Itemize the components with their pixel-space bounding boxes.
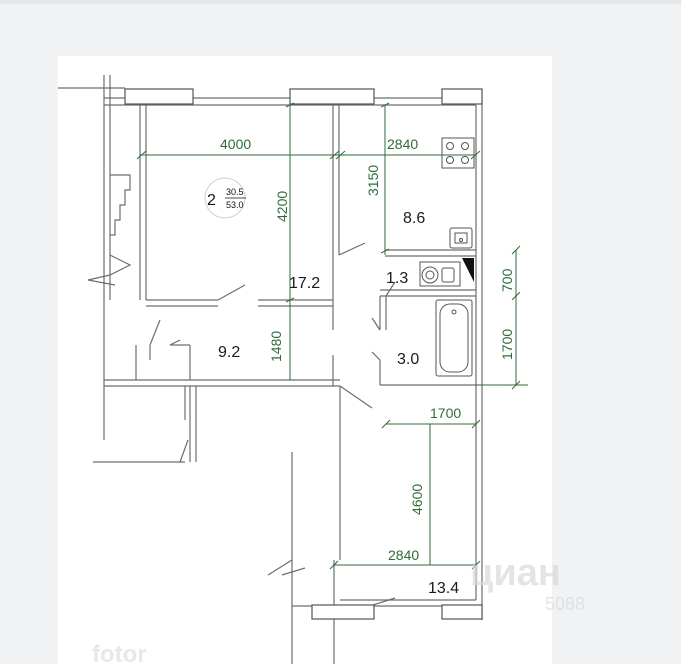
dimension-lines bbox=[136, 102, 528, 570]
area-living-room: 17.2 bbox=[289, 275, 320, 292]
dim-room-height: 4200 bbox=[274, 191, 290, 222]
window-bottom-left bbox=[311, 604, 375, 620]
watermark-cian: циан bbox=[470, 552, 561, 594]
dim-bath-width: 1700 bbox=[430, 405, 461, 421]
dim-top-right-width: 2840 bbox=[387, 136, 418, 152]
windows bbox=[124, 88, 483, 620]
apartment-label: 2 30.5 53.0 bbox=[204, 177, 246, 219]
fixtures bbox=[419, 137, 475, 377]
apartment-total-area: 53.0 bbox=[226, 200, 244, 210]
stove-icon bbox=[441, 137, 475, 169]
sink-icon bbox=[449, 227, 473, 249]
dim-side-1700: 1700 bbox=[499, 329, 515, 360]
dim-bottom-width: 2840 bbox=[388, 547, 419, 563]
bathtub-icon bbox=[435, 299, 473, 377]
watermark-fotor: fotor bbox=[92, 641, 147, 664]
window-top-middle bbox=[289, 88, 375, 105]
window-bottom-right bbox=[441, 604, 483, 620]
area-toilet: 1.3 bbox=[386, 270, 408, 287]
apartment-rooms-count: 2 bbox=[207, 192, 216, 209]
area-hall: 9.2 bbox=[218, 344, 240, 361]
dim-lower-height: 4600 bbox=[409, 484, 425, 515]
window-top-right bbox=[441, 88, 483, 105]
dim-side-700: 700 bbox=[499, 268, 515, 292]
toilet-icon bbox=[419, 258, 474, 287]
area-bathroom: 3.0 bbox=[397, 351, 419, 368]
dim-top-left-width: 4000 bbox=[220, 136, 251, 152]
area-kitchen: 8.6 bbox=[403, 210, 425, 227]
dim-kitchen-height: 3150 bbox=[365, 165, 381, 196]
dim-corridor-height: 1480 bbox=[268, 331, 284, 362]
watermark-cian-id: 5088 bbox=[545, 594, 585, 614]
walls bbox=[58, 75, 483, 664]
apartment-living-area: 30.5 bbox=[226, 187, 244, 197]
area-bedroom: 13.4 bbox=[428, 580, 459, 597]
window-top-left bbox=[124, 88, 194, 105]
